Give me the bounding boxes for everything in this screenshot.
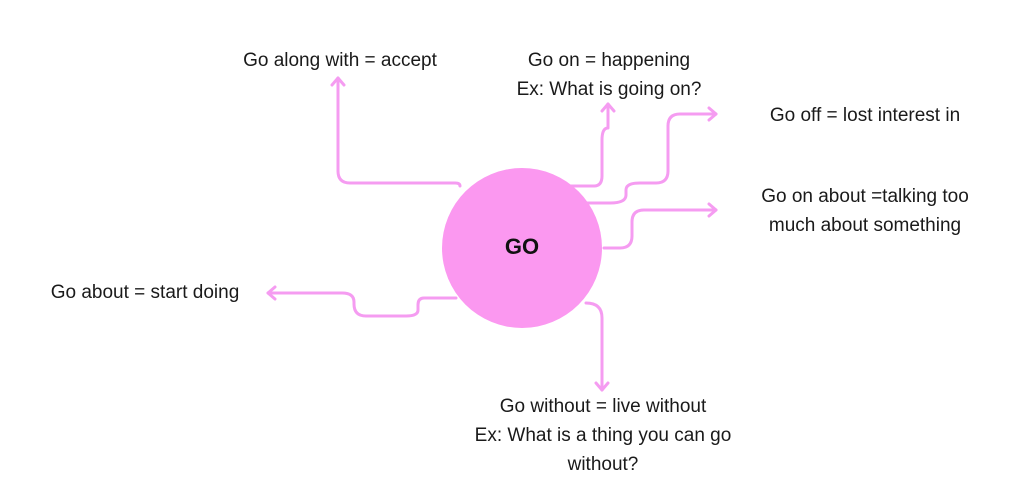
connector-go-without: [584, 301, 604, 392]
node-go-on: Go on = happening Ex: What is going on?: [500, 46, 718, 104]
connector-group: [266, 76, 718, 392]
node-go-about: Go about = start doing: [30, 278, 260, 307]
connector-go-on-about: [602, 208, 718, 250]
arrowhead-up-icon: [600, 102, 616, 113]
arrowhead-group: [266, 76, 718, 392]
node-text-line: Go about = start doing: [50, 282, 240, 303]
arrowhead-up-icon: [330, 76, 346, 87]
arrowhead-right-icon: [707, 106, 718, 122]
node-text-line: Go along with = accept: [243, 50, 437, 71]
connector-go-on: [566, 102, 610, 188]
node-text-line: Go on about =talking too: [761, 186, 969, 207]
center-node-label: GO: [504, 234, 540, 259]
node-text-line: Go off = lost interest in: [769, 105, 961, 126]
arrowhead-right-icon: [707, 202, 718, 218]
node-text-line: Ex: What is a thing you can go: [474, 425, 732, 446]
connector-go-about: [266, 291, 458, 318]
connector-go-off: [576, 112, 718, 205]
node-text-line: Ex: What is going on?: [516, 79, 702, 100]
arrowhead-left-icon: [266, 285, 277, 301]
node-go-on-about: Go on about =talking too much about some…: [738, 182, 992, 240]
node-text-line: much about something: [768, 215, 962, 236]
node-go-without: Go without = live without Ex: What is a …: [448, 392, 758, 479]
center-node-circle: [442, 168, 602, 328]
node-text-line: Go without = live without: [499, 396, 707, 417]
arrowhead-down-icon: [594, 381, 610, 392]
connector-go-along-with: [336, 76, 462, 188]
node-go-along-with: Go along with = accept: [226, 46, 454, 75]
node-go-off: Go off = lost interest in: [748, 101, 982, 130]
node-text-line: Go on = happening: [527, 50, 691, 71]
node-text-line: without?: [567, 454, 639, 475]
